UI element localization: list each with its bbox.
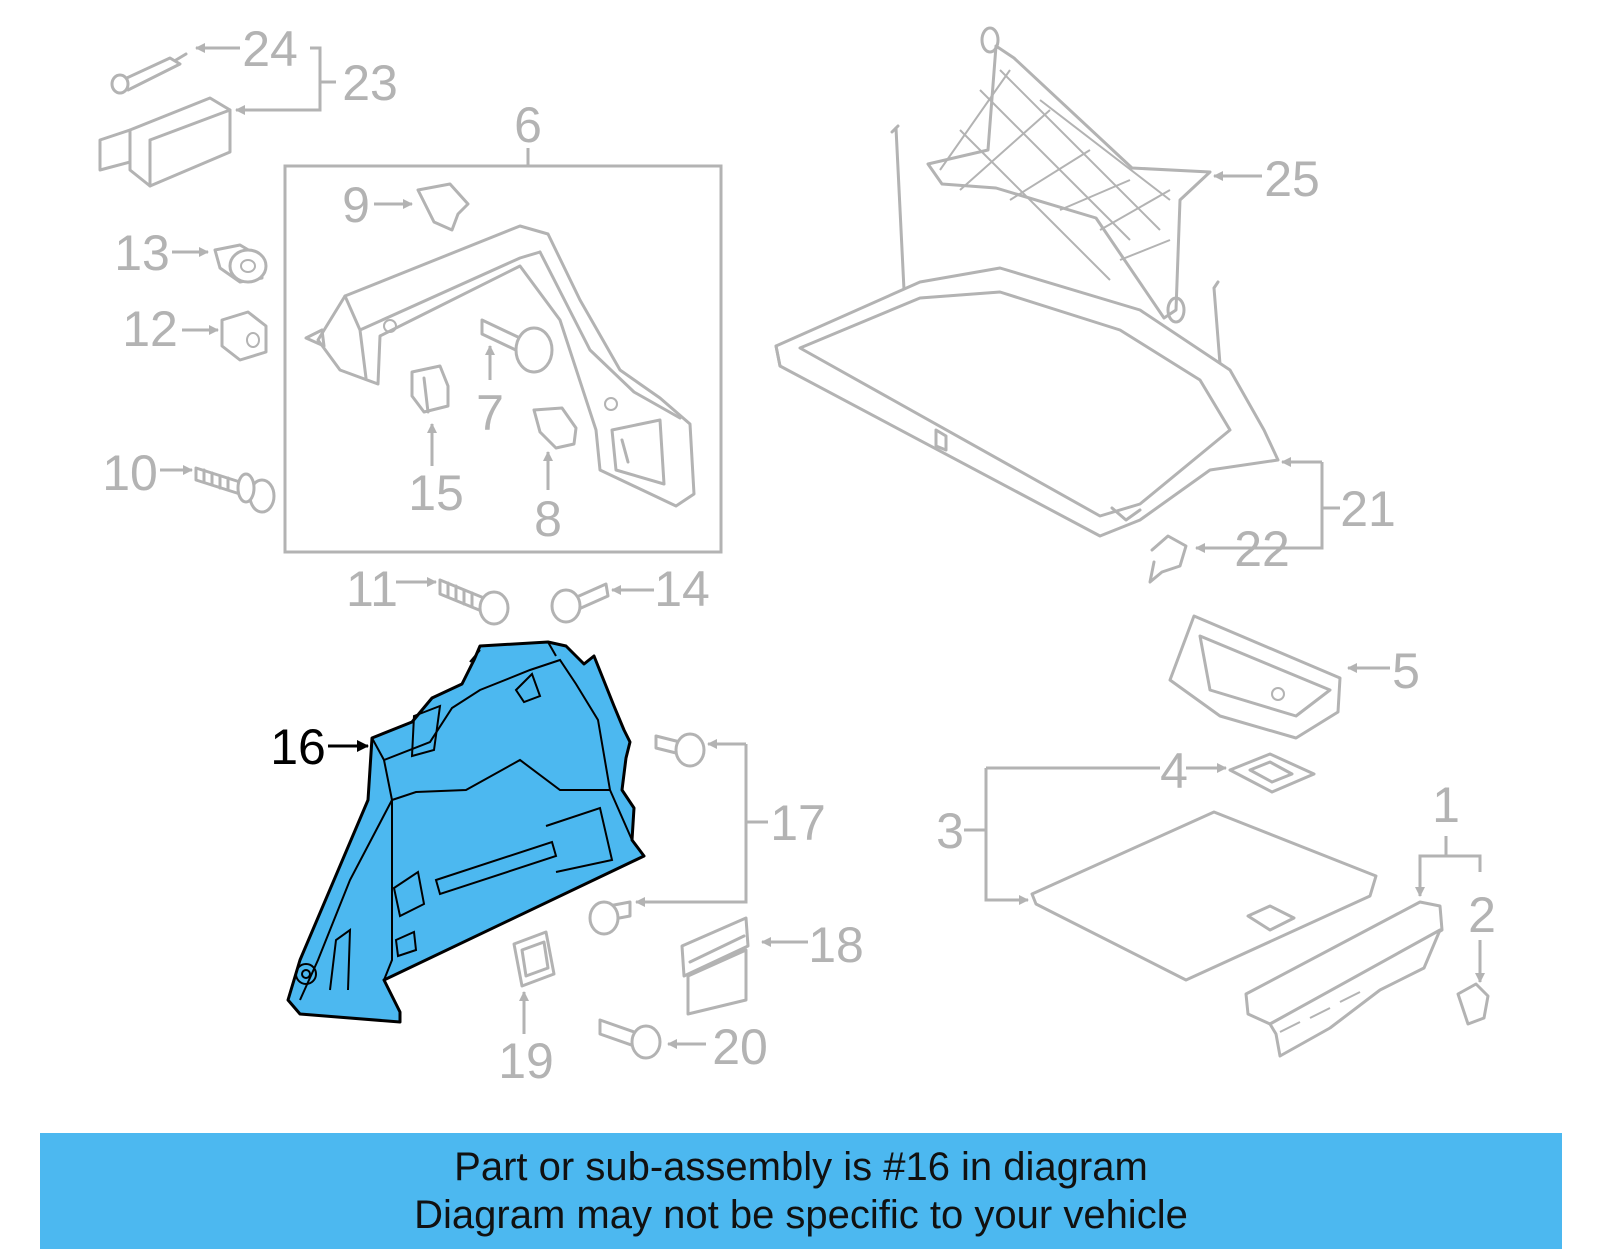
callout-25: 25 — [1264, 151, 1320, 207]
part-11-screw — [438, 578, 510, 626]
part-2-clip — [1456, 982, 1490, 1026]
leader-1-left — [1415, 854, 1446, 897]
part-1-sill-plate — [1244, 900, 1444, 1058]
callout-13: 13 — [114, 225, 170, 281]
leader-21-lower — [1195, 462, 1324, 553]
callout-21: 21 — [1340, 481, 1396, 537]
callout-18: 18 — [808, 917, 864, 973]
banner-line-2: Diagram may not be specific to your vehi… — [414, 1193, 1188, 1237]
part-5-bracket — [1168, 614, 1342, 740]
callout-19: 19 — [498, 1033, 554, 1089]
leader-17-lower — [635, 744, 748, 907]
part-9-clip — [416, 182, 470, 232]
part-24-bulb — [110, 52, 188, 95]
part-15-clip — [410, 364, 450, 414]
part-18-bracket — [680, 916, 750, 1016]
part-21-package-shelf — [774, 124, 1280, 538]
part-22-hook — [1148, 534, 1188, 584]
callout-7: 7 — [476, 385, 504, 441]
leader-1-right — [1446, 854, 1482, 872]
part-14-screw — [550, 582, 610, 624]
part-16-trim-panel-highlighted — [286, 640, 646, 1024]
part-23-lamp-housing — [98, 96, 232, 188]
callout-2: 2 — [1468, 887, 1496, 943]
part-6-quarter-panel — [304, 224, 696, 508]
callout-15: 15 — [408, 465, 464, 521]
part-4-pad — [1228, 752, 1316, 794]
callout-3: 3 — [936, 803, 964, 859]
info-banner: Part or sub-assembly is #16 in diagram D… — [40, 1133, 1562, 1249]
callout-5: 5 — [1392, 643, 1420, 699]
leader-23 — [235, 46, 322, 115]
callout-11: 11 — [346, 561, 398, 617]
part-13-clip — [213, 243, 268, 284]
leader-3-bottom — [984, 768, 1029, 905]
callout-24: 24 — [242, 21, 298, 77]
callout-1: 1 — [1432, 777, 1460, 833]
callout-23: 23 — [342, 55, 398, 111]
part-7-clip — [480, 318, 554, 374]
part-19-cover — [512, 930, 556, 988]
part-25-cargo-net — [926, 26, 1212, 324]
part-20-screw — [598, 1018, 662, 1060]
callout-22: 22 — [1234, 521, 1290, 577]
callout-16: 16 — [270, 719, 326, 775]
part-17-clip-upper — [654, 732, 706, 768]
callout-10: 10 — [102, 445, 158, 501]
part-8-clip — [532, 406, 578, 450]
part-10-screw — [194, 466, 276, 514]
callout-12: 12 — [122, 301, 178, 357]
callout-8: 8 — [534, 491, 562, 547]
banner-line-1: Part or sub-assembly is #16 in diagram — [454, 1145, 1148, 1189]
callout-4: 4 — [1160, 743, 1188, 799]
part-12-nut — [220, 310, 268, 362]
callout-9: 9 — [342, 177, 370, 233]
callout-17: 17 — [770, 795, 826, 851]
callout-6: 6 — [514, 97, 542, 153]
group-6-box — [283, 164, 723, 554]
callout-20: 20 — [712, 1019, 768, 1075]
part-17-clip-lower — [588, 900, 632, 936]
part-3-floor-board — [1030, 810, 1378, 982]
callout-14: 14 — [654, 561, 710, 617]
